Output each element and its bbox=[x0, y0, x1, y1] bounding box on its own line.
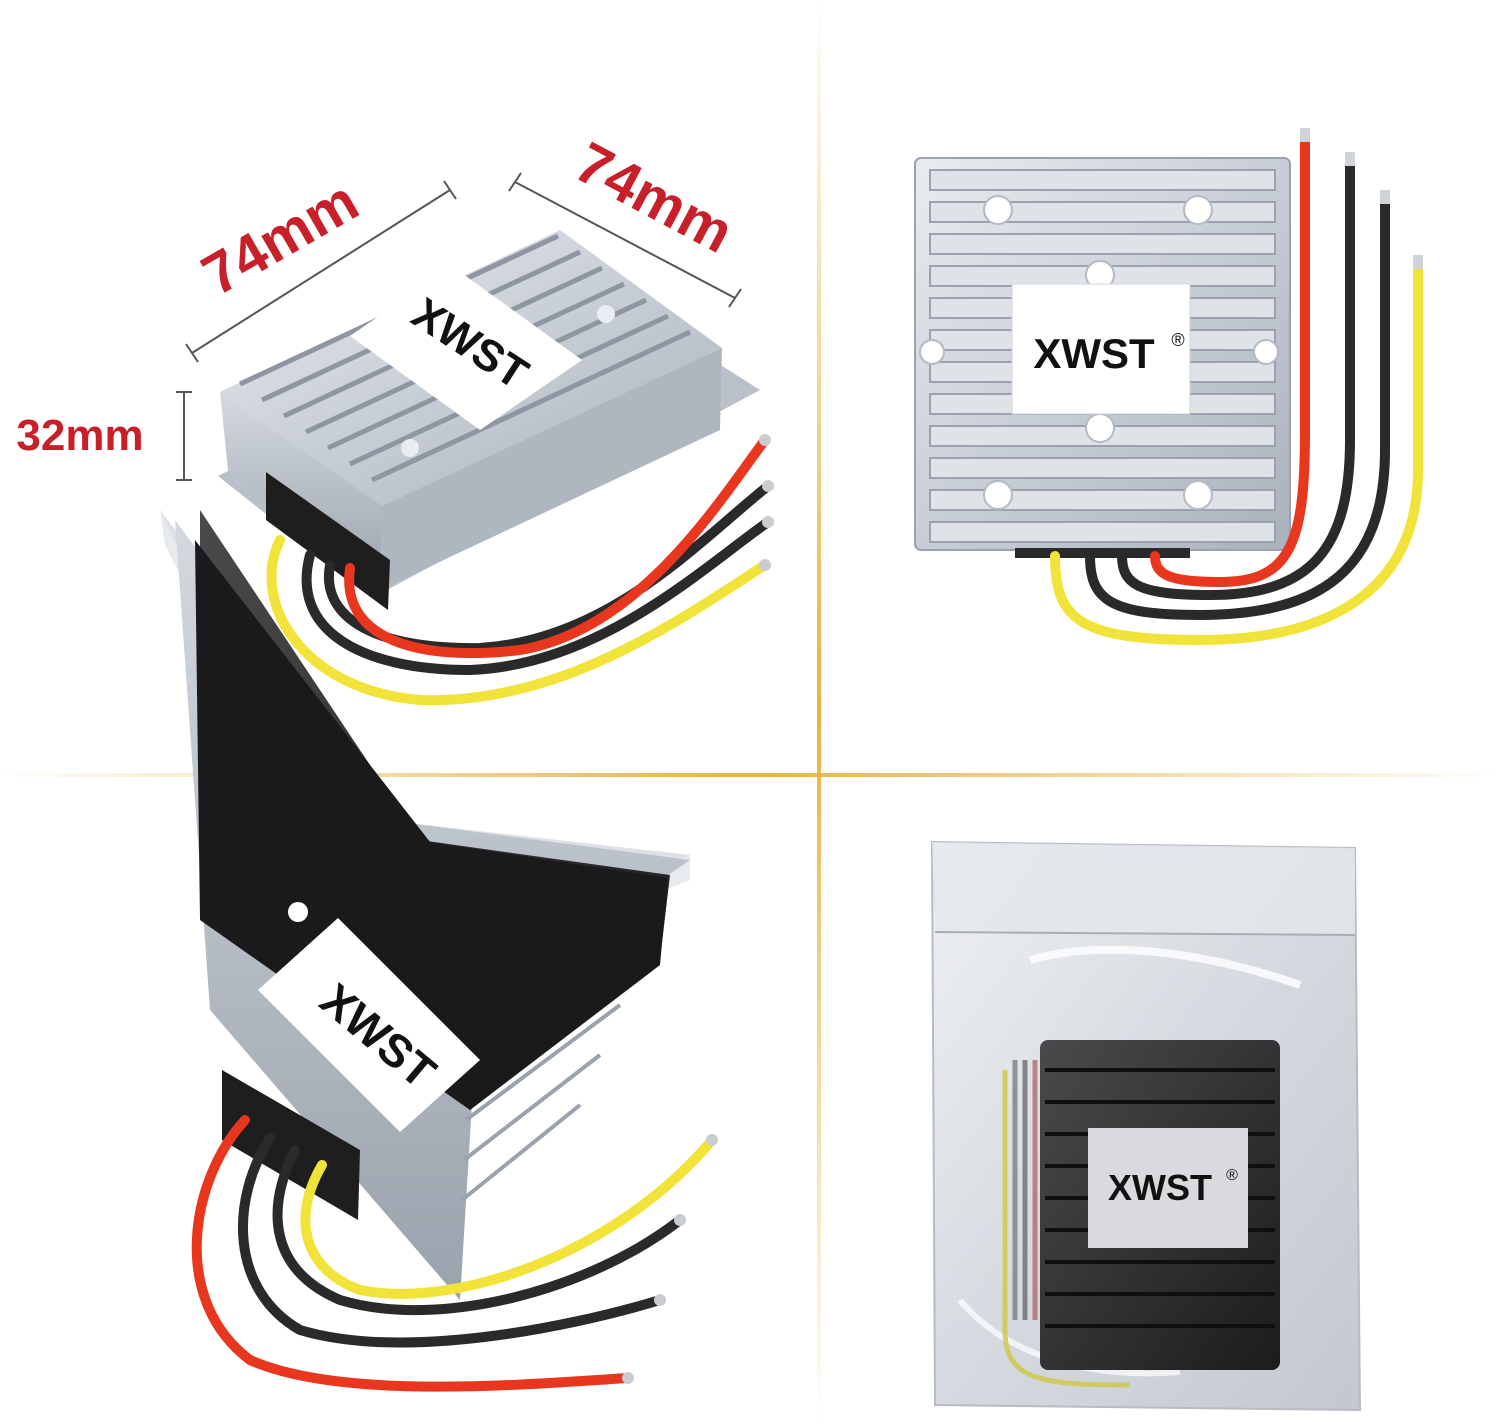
converter-module-packaged: XWST ® bbox=[1040, 1040, 1280, 1370]
registered-mark-top: ® bbox=[1171, 330, 1184, 350]
wire-bundle-top bbox=[1050, 133, 1423, 646]
converter-module-top: XWST ® bbox=[914, 157, 1291, 558]
dimension-line-width bbox=[508, 172, 742, 308]
horizontal-divider bbox=[0, 773, 1500, 777]
converter-module-bottom: XWST bbox=[160, 510, 690, 1300]
panel-packaged: XWST ® bbox=[930, 840, 1362, 1412]
vertical-divider bbox=[817, 0, 821, 1423]
dimension-line-length bbox=[185, 180, 457, 363]
brand-label-packaged: XWST bbox=[1108, 1167, 1212, 1208]
panel-bottom-view: XWST bbox=[160, 510, 718, 1392]
brand-label-top-text: XWST bbox=[1033, 330, 1155, 377]
dimension-length-label: 74mm bbox=[191, 168, 369, 308]
wire-tips-angled bbox=[759, 434, 774, 571]
wire-tips-top bbox=[1300, 128, 1423, 269]
wire-bundle-bottom bbox=[191, 1115, 717, 1392]
panel-top-view: XWST ® bbox=[914, 128, 1423, 646]
brand-label-top: XWST bbox=[1033, 330, 1155, 377]
panel-angled-view: 74mm 74mm 32mm bbox=[16, 130, 774, 706]
dimension-width-label: 74mm bbox=[565, 130, 744, 266]
wire-bundle-angled bbox=[266, 435, 773, 706]
wire-bundle-packaged bbox=[1002, 1060, 1131, 1388]
registered-mark-packaged: ® bbox=[1226, 1167, 1238, 1184]
dimension-line-height bbox=[176, 391, 192, 481]
converter-module-angled: XWST bbox=[218, 230, 760, 610]
dimension-height-label: 32mm bbox=[16, 411, 143, 460]
wire-tips-bottom bbox=[622, 1134, 718, 1384]
